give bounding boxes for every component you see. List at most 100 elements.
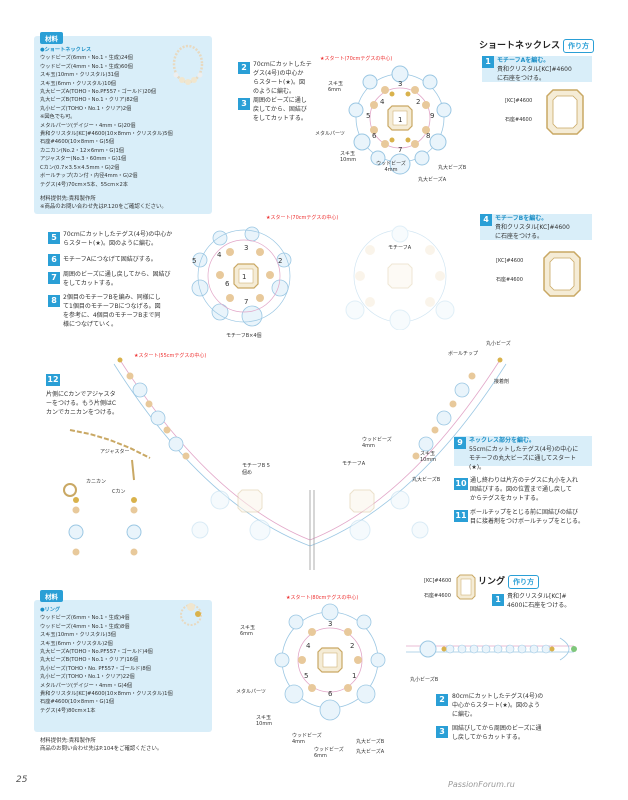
step-8-line: て1個目のモチーフBにつなげる。図 <box>63 303 161 310</box>
ring-kc4600-label: [KC]#4600 <box>424 578 452 584</box>
necklace-materials-list: ●ショートネックレス ウッドビーズ(6mm・No.1・生成)24個 ウッドビーズ… <box>40 46 173 189</box>
start-70b-label: ★スタート(70cmテグスの中心) <box>266 215 339 221</box>
step-1-number: 1 <box>482 56 494 68</box>
material-item: アジャスター(No.3・60mm・G)1個 <box>40 156 127 163</box>
step-11-number: 11 <box>454 510 468 522</box>
clasp-diagram <box>63 429 151 556</box>
step-10-text: 通し終わりは片方のテグスに丸小を入れ 固結びする。図の位置まで通し戻して からテ… <box>470 476 578 503</box>
ring-step-1-line: 貴和クリスタル[KC]# <box>507 593 567 600</box>
material-item: 丸大ビーズB(TOHO・No.1・クリア)16個 <box>40 657 139 664</box>
step-5-line: 70cmにカットしたテグス(4号)の中心か <box>63 231 173 238</box>
ring-materials-list: ●リング ウッドビーズ(6mm・No.1・生成)4個 ウッドビーズ(4mm・No… <box>40 606 173 715</box>
step-3-line: 戻してから、固結び <box>253 106 307 113</box>
kc4600-label: [KC]#4600 <box>505 98 533 104</box>
ring-suki6-label: スキ玉 6mm <box>240 625 256 637</box>
material-item: メタルパーツ(デイジー・4mm・G)4個 <box>40 682 133 689</box>
necklace-supplier-note: 材料提供先:貴和製作所 <box>40 196 96 202</box>
kanikan-label: カニカン <box>86 479 107 485</box>
step-9-box <box>454 436 592 466</box>
step-8-number: 8 <box>48 295 60 307</box>
ring-step-3-line: し戻してからカットする。 <box>452 734 524 741</box>
strand-wood-label: ウッドビーズ 4mm <box>362 437 392 449</box>
svg-text:3: 3 <box>328 620 332 628</box>
svg-text:2: 2 <box>416 98 420 106</box>
step-9-number: 9 <box>454 437 466 449</box>
ring-step-3-number: 3 <box>436 726 448 738</box>
step-1-line: 貴和クリスタル[KC]#4600 <box>497 66 572 73</box>
step-4-number: 4 <box>480 214 492 226</box>
step-6-line: モチーフAにつなげて固結びする。 <box>63 256 157 263</box>
material-item: ウッドビーズ(6mm・No.1・生成)4個 <box>40 615 130 622</box>
step-9-text: ネックレス部分を編む。 55cmにカットしたテグス(4号)の中心に モチーフの丸… <box>469 436 578 472</box>
ring-section-title: リング作り方 <box>478 574 540 589</box>
step-7-line: 周囲のビーズに通し戻してから、固結び <box>63 271 171 278</box>
svg-text:5: 5 <box>366 112 370 120</box>
step-8-line: 2個目のモチーフBを編み、同様にし <box>63 294 161 301</box>
svg-text:5: 5 <box>304 672 308 680</box>
suki10-label: スキ玉 10mm <box>340 151 357 163</box>
svg-text:2: 2 <box>350 642 354 650</box>
large-a-label: 丸大ビーズA <box>418 177 447 183</box>
ring-large-a-label: 丸大ビーズA <box>356 749 385 755</box>
svg-text:5: 5 <box>192 257 196 265</box>
start-55-label: ★スタート(55cmテグスの中心) <box>134 353 207 359</box>
material-item: カニカン(No.2・12×6mm・G)1個 <box>40 147 124 154</box>
necklace-title: ショートネックレス <box>479 41 561 51</box>
step-4-box <box>480 214 592 240</box>
material-item: 丸小ビーズ(TOHO・No.1・クリア)2個 <box>40 105 132 112</box>
kc4600-stone-icon <box>546 89 584 135</box>
step-1-text: モチーフAを編む。 貴和クリスタル[KC]#4600 に石座をつける。 <box>497 56 572 83</box>
large-b-label: 丸大ビーズB <box>438 165 467 171</box>
svg-text:6: 6 <box>225 280 230 288</box>
ring-materials-tag: 材料 <box>40 590 63 602</box>
strand-suki-label: スキ玉 10mm <box>420 451 437 463</box>
ring-stone-icon <box>456 574 476 600</box>
material-item: 石座#4600(10×8mm・G)5個 <box>40 139 115 146</box>
step-12-line: カンでカニカンをつける。 <box>46 409 119 416</box>
svg-text:9: 9 <box>430 112 434 120</box>
svg-text:6: 6 <box>328 690 333 698</box>
ring-step-1-text: 貴和クリスタル[KC]# 4600に石座をつける。 <box>507 592 570 610</box>
step-10-line: 固結びする。図の位置まで通し戻して <box>470 486 572 493</box>
ckan-label: Cカン <box>112 489 126 495</box>
step-4-text: モチーフBを編む。 貴和クリスタル[KC]#4600 に石座をつける。 <box>495 214 570 241</box>
glue-label: 接着剤 <box>494 379 510 385</box>
material-item: 貴和クリスタル[KC]#4600(10×8mm・クリスタル)1個 <box>40 691 173 698</box>
page-number: 25 <box>16 775 28 785</box>
material-item: Cカン(0.7×3.5×4.5mm・G)2個 <box>40 164 120 171</box>
necklace-materials-head: ●ショートネックレス <box>40 47 92 53</box>
motif-a-tag: モチーフA <box>388 244 412 251</box>
ring-step-2-line: に編む。 <box>452 711 477 718</box>
ring-small-b-label: 丸小ビーズB <box>410 677 439 683</box>
wood4-label: ウッドビーズ 4mm <box>376 161 406 173</box>
material-item: ボールチップ(カン付・内径4mm・G)2個 <box>40 173 138 180</box>
step-6-text: モチーフAにつなげて固結びする。 <box>63 255 157 264</box>
start-70-label: ★スタート(70cmテグスの中心) <box>320 56 393 62</box>
kc4600-label-b: [KC]#4600 <box>496 258 524 264</box>
ring-wood6-label: ウッドビーズ 6mm <box>314 747 344 759</box>
step-7-line: をしてカットする。 <box>63 280 117 287</box>
step-2-line: 70cmにカットしたテ <box>253 61 312 68</box>
step-7-number: 7 <box>48 272 60 284</box>
step-1-box <box>482 56 592 82</box>
necklace-howto-badge: 作り方 <box>563 38 595 53</box>
step-10-line: からテグスをカットする。 <box>470 495 543 502</box>
step-1-title: モチーフAを編む。 <box>497 57 550 64</box>
material-item: スキ玉(6mm・クリスタル)10個 <box>40 80 116 87</box>
setting-label: 石座#4600 <box>505 117 532 123</box>
material-item: メタルパーツ(デイジー・4mm・G)20個 <box>40 122 136 129</box>
necklace-section-title: ショートネックレス作り方 <box>479 38 595 53</box>
suki6-label: スキ玉 6mm <box>328 81 344 93</box>
step-3-line: 周囲のビーズに通し <box>253 97 307 104</box>
material-item: テグス(4号)70cm×5本、55cm×2本 <box>40 181 128 188</box>
ring-photo <box>180 603 202 626</box>
step-5-number: 5 <box>48 232 60 244</box>
step-1-line: に石座をつける。 <box>497 75 546 82</box>
step-4-title: モチーフBを編む。 <box>495 215 548 222</box>
step-8-text: 2個目のモチーフBを編み、同様にし て1個目のモチーフBにつなげる。図 を参考に… <box>63 293 161 329</box>
ring-step-3-text: 固結びしてから周囲のビーズに通 し戻してからカットする。 <box>452 724 542 742</box>
necklace-strand-diagram <box>113 357 507 570</box>
watermark: PassionForum.ru <box>448 780 515 789</box>
svg-text:2: 2 <box>278 257 282 265</box>
kc4600-stone-icon-b <box>543 251 581 297</box>
